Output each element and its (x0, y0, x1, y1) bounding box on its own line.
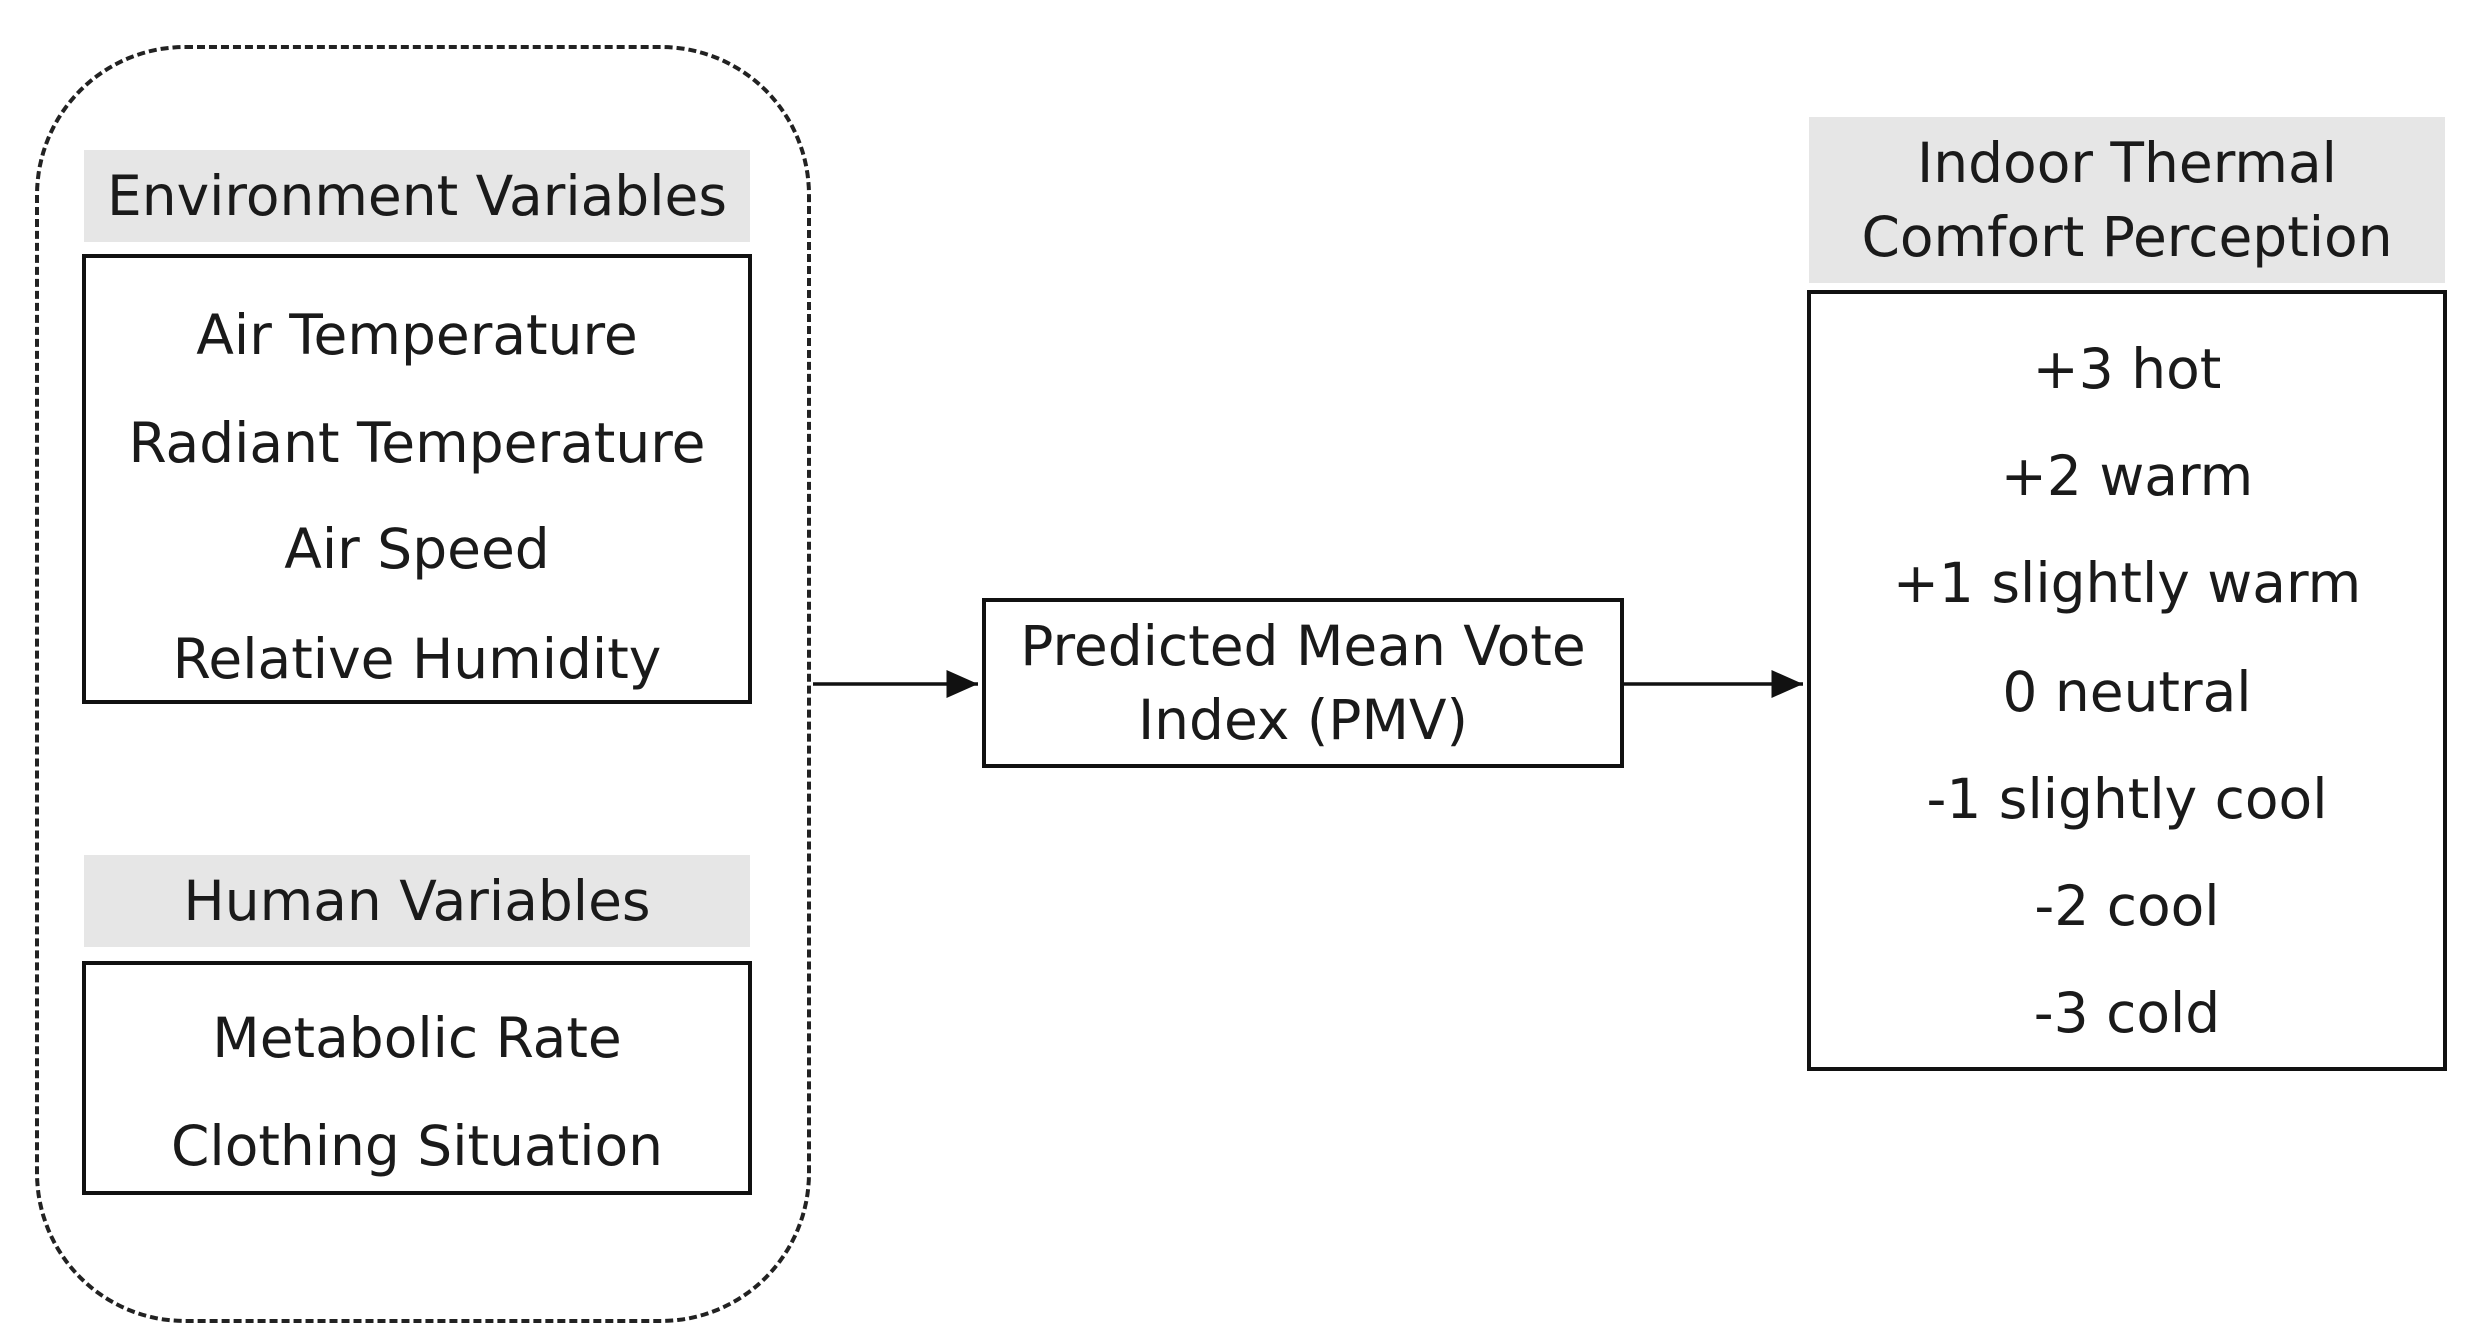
environment-variables-header: Environment Variables (84, 150, 750, 242)
environment-item: Relative Humidity (172, 627, 662, 691)
perception-scale-item: 0 neutral (2002, 660, 2252, 724)
human-variables-box: Metabolic Rate Clothing Situation (82, 961, 752, 1195)
perception-scale-box: +3 hot +2 warm +1 slightly warm 0 neutra… (1807, 290, 2447, 1071)
human-variables-header: Human Variables (84, 855, 750, 947)
human-item: Clothing Situation (171, 1114, 663, 1178)
pmv-label-line2: Index (PMV) (1137, 688, 1469, 752)
perception-scale-item: -1 slightly cool (1926, 767, 2328, 831)
human-item: Metabolic Rate (212, 1006, 622, 1070)
perception-scale-item: -3 cold (2033, 981, 2221, 1045)
perception-title-line1: Indoor Thermal (1917, 131, 2337, 195)
input-variables-group (35, 45, 811, 1323)
environment-item: Air Speed (284, 517, 550, 581)
pmv-box: Predicted Mean Vote Index (PMV) (982, 598, 1624, 768)
perception-title-line2: Comfort Perception (1861, 205, 2393, 269)
environment-item: Air Temperature (196, 303, 638, 367)
environment-variables-box: Air Temperature Radiant Temperature Air … (82, 254, 752, 704)
environment-variables-title: Environment Variables (106, 164, 727, 228)
perception-header: Indoor Thermal Comfort Perception (1809, 117, 2445, 283)
perception-scale-item: -2 cool (2034, 874, 2220, 938)
perception-scale-item: +2 warm (2000, 444, 2254, 508)
perception-scale-item: +1 slightly warm (1892, 551, 2362, 615)
human-variables-title: Human Variables (183, 869, 651, 933)
perception-scale-item: +3 hot (2032, 337, 2222, 401)
pmv-label-line1: Predicted Mean Vote (1020, 614, 1586, 678)
environment-item: Radiant Temperature (128, 411, 706, 475)
